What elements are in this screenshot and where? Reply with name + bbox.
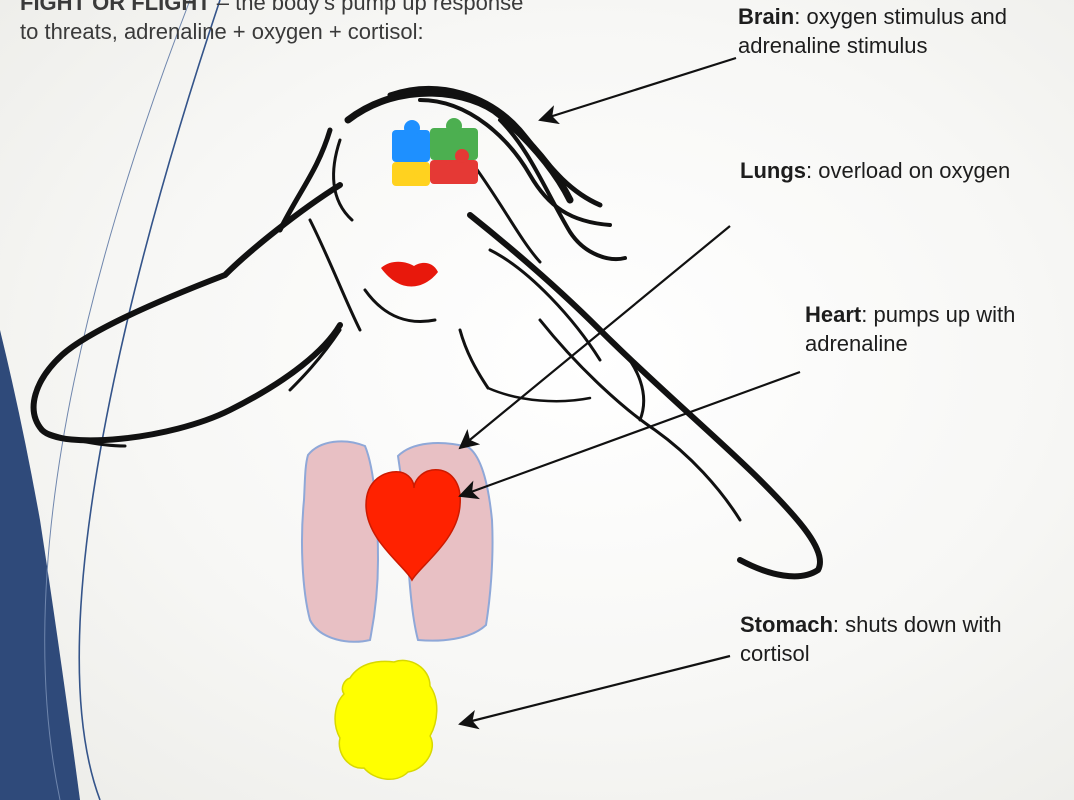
lungs-description: : overload on oxygen	[806, 158, 1010, 183]
header-line-two: to threats, adrenaline + oxygen + cortis…	[20, 19, 424, 44]
brain-arrow	[540, 58, 736, 120]
brain-term: Brain	[738, 4, 794, 29]
lungs-term: Lungs	[740, 158, 806, 183]
stomach-term: Stomach	[740, 612, 833, 637]
header-text: FIGHT OR FLIGHT – the body’s pump up res…	[20, 0, 740, 46]
brain-label: Brain: oxygen stimulus and adrenaline st…	[738, 2, 1058, 60]
heart-arrow	[460, 372, 800, 496]
puzzle-brain-icon	[392, 118, 478, 186]
lips-icon	[381, 262, 438, 287]
heart-label: Heart: pumps up with adrenaline	[805, 300, 1070, 358]
header-subtitle: – the body’s pump up response	[211, 0, 524, 15]
heart-term: Heart	[805, 302, 861, 327]
stomach-label: Stomach: shuts down with cortisol	[740, 610, 1060, 668]
stomach-icon	[335, 660, 437, 779]
header-title: FIGHT OR FLIGHT	[20, 0, 211, 15]
lungs-label: Lungs: overload on oxygen	[740, 156, 1060, 185]
stomach-arrow	[460, 656, 730, 724]
